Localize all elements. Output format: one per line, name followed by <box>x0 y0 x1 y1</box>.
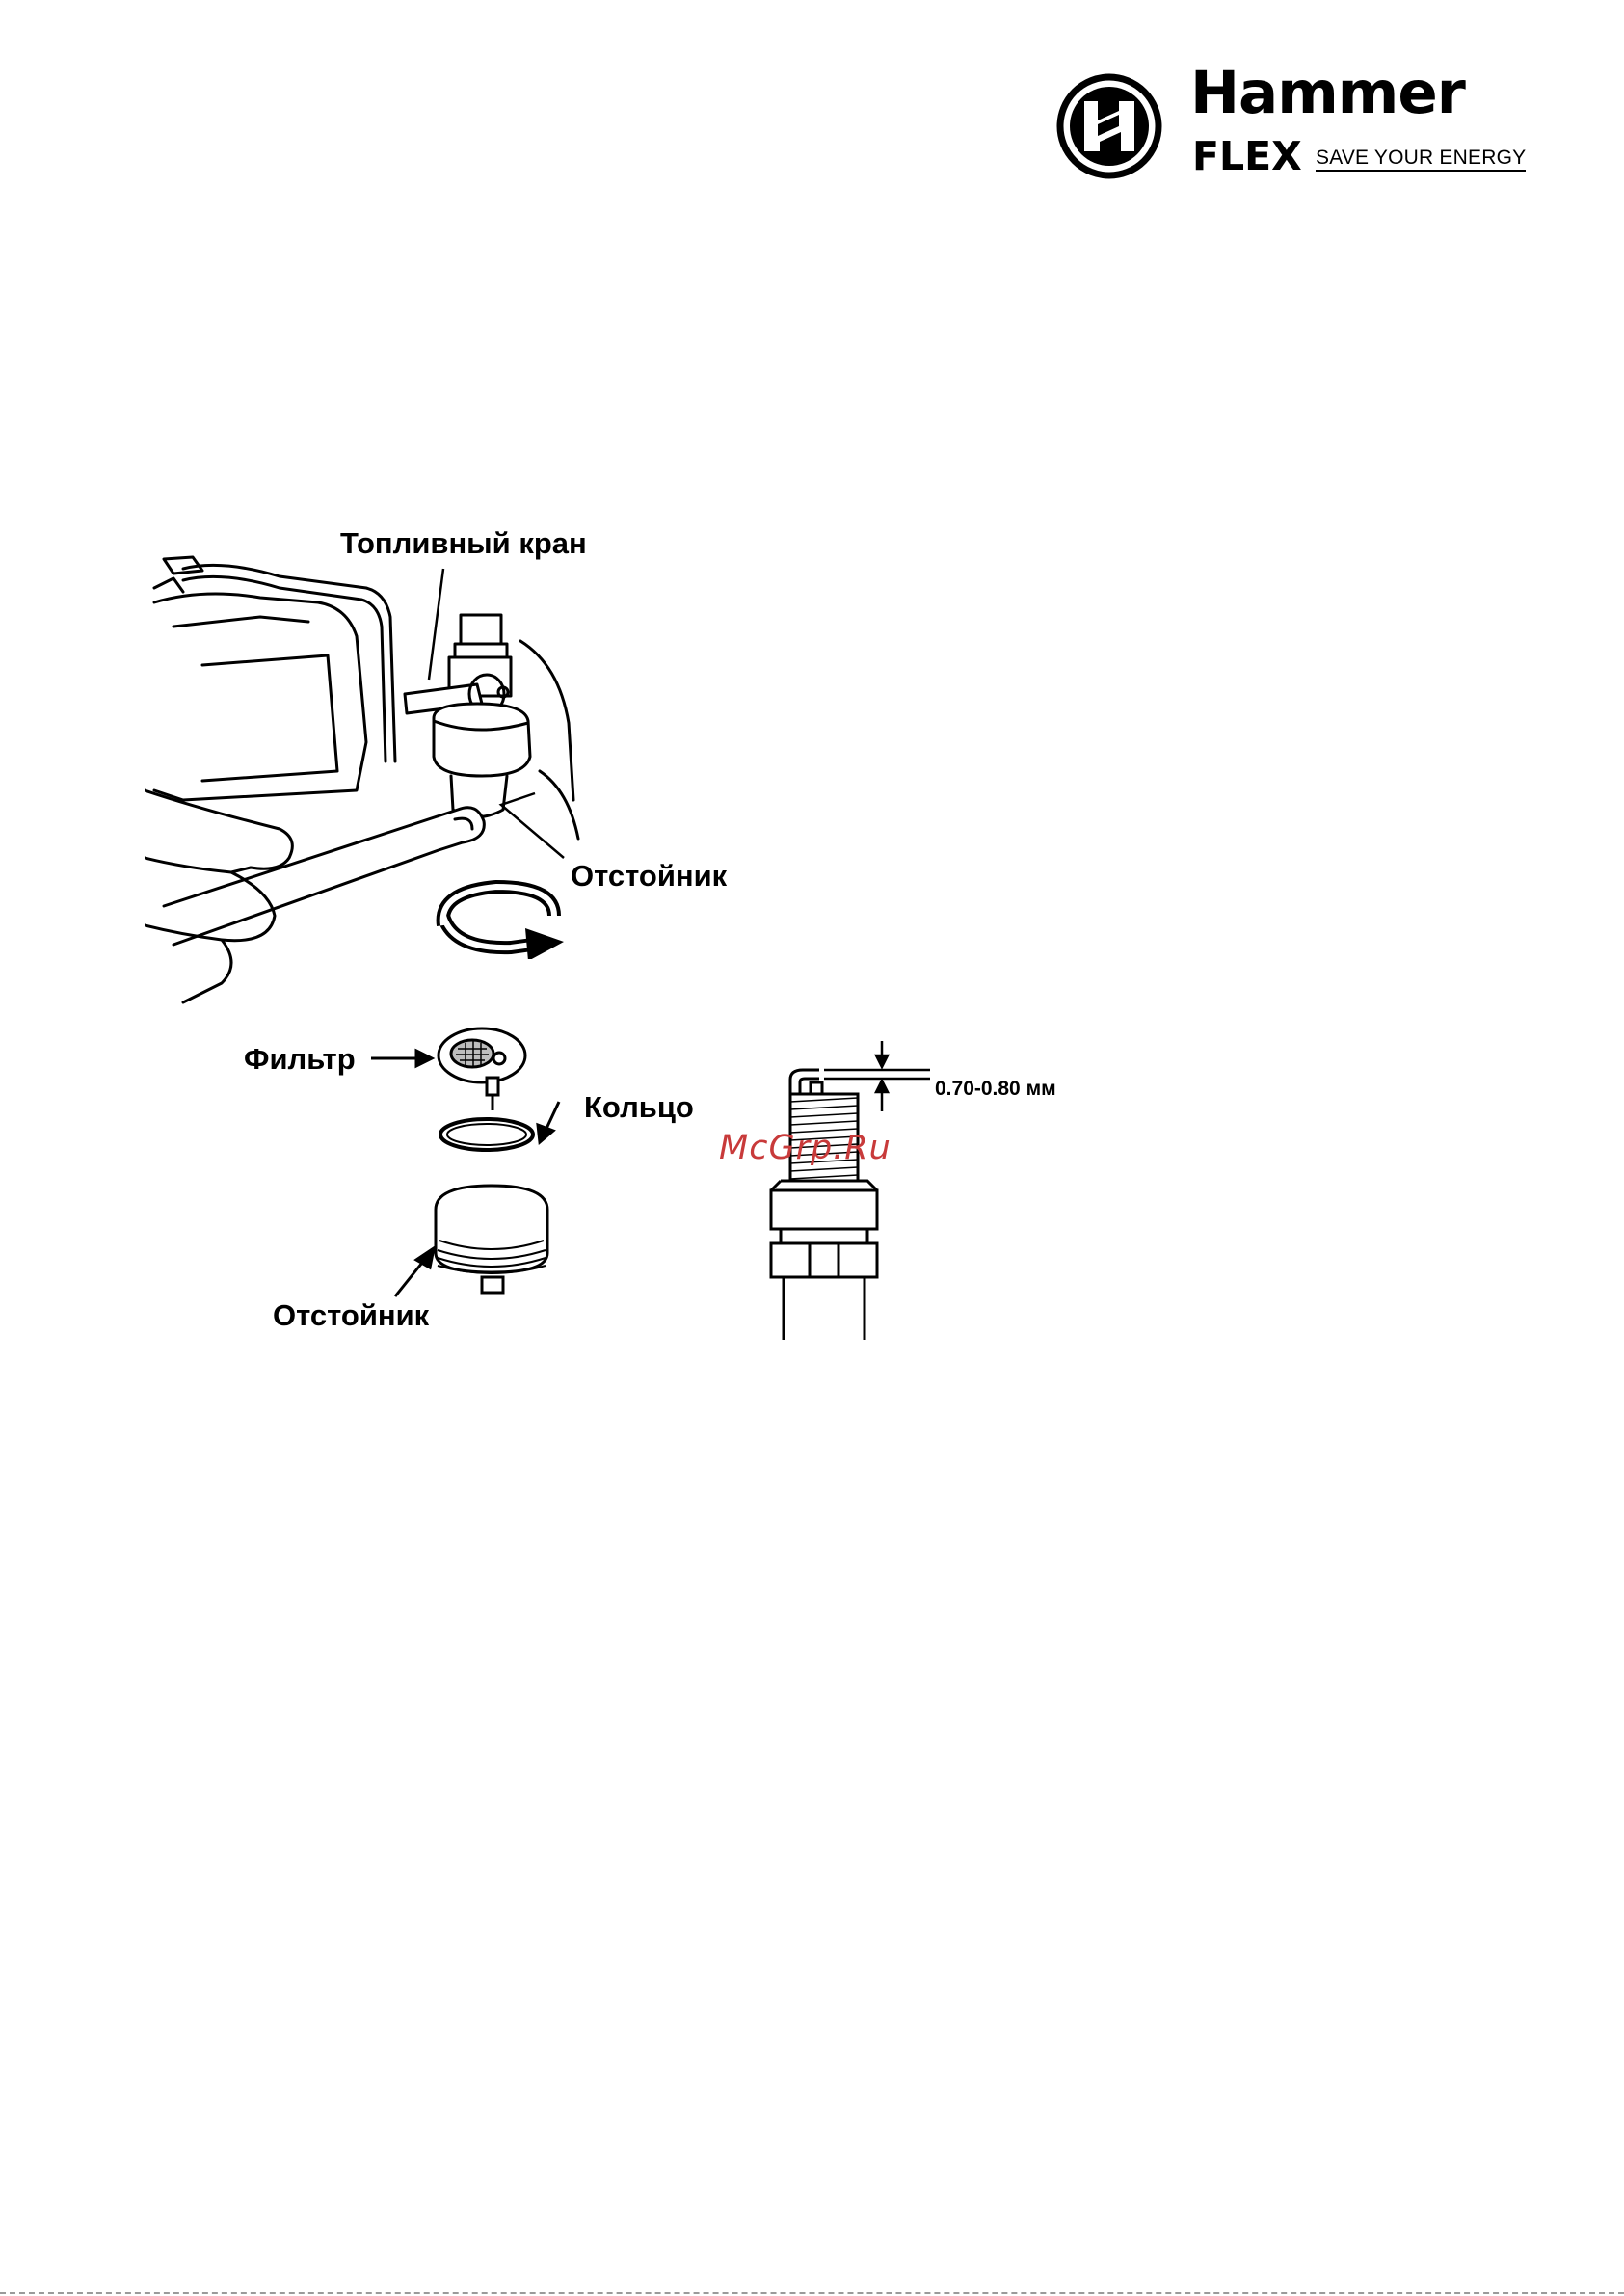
watermark: McGrp.Ru <box>719 1132 892 1165</box>
label-filter: Фильтр <box>244 1044 356 1074</box>
leader-lines-top <box>405 564 598 872</box>
gap-dimension-arrows <box>810 1036 935 1133</box>
label-ring: Кольцо <box>584 1092 694 1122</box>
logo-slogan: SAVE YOUR ENERGY <box>1316 147 1526 172</box>
logo-brand-sub: FLEX <box>1192 137 1302 176</box>
label-sediment-cup-parts: Отстойник <box>273 1300 429 1330</box>
rotation-arrow-icon <box>424 872 569 959</box>
hammer-flex-logo-mark <box>1055 72 1163 180</box>
spark-plug-gap-label: 0.70-0.80 мм <box>935 1079 1056 1099</box>
leader-arrows-parts <box>366 1046 598 1316</box>
label-sediment-cup-top: Отстойник <box>571 861 727 891</box>
page-bottom-rule <box>0 2292 1624 2294</box>
logo-brand-name: Hammer <box>1190 64 1465 122</box>
label-fuel-valve: Топливный кран <box>340 528 587 558</box>
